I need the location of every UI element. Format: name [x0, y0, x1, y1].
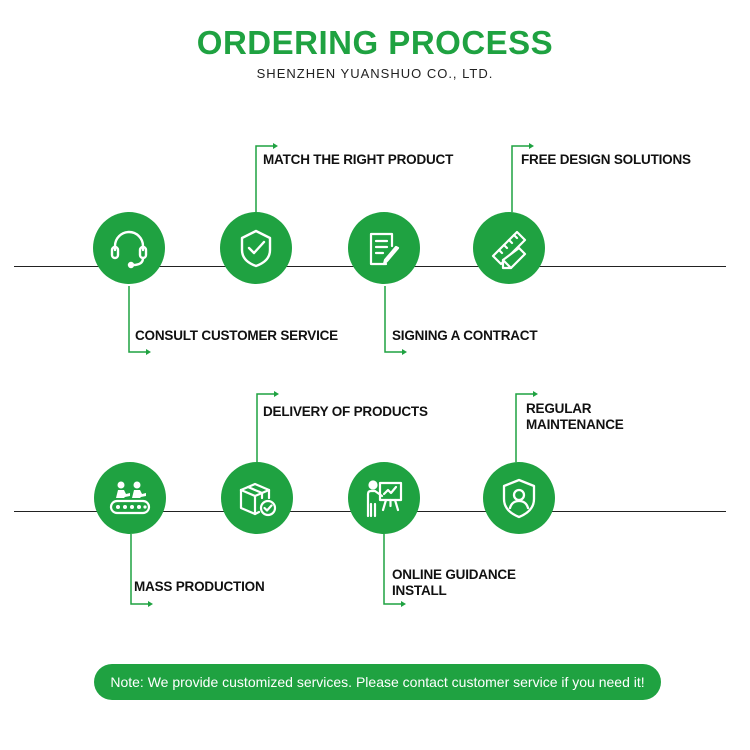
step-maintenance-label-line2: MAINTENANCE — [526, 417, 624, 432]
connector-delivery — [256, 393, 274, 462]
connector-design — [511, 145, 529, 212]
step-maintenance-label: REGULAR MAINTENANCE — [526, 401, 624, 433]
headset-icon — [110, 230, 148, 269]
step-consult-circle — [93, 212, 165, 284]
conveyor-workers-icon — [109, 481, 151, 515]
step-match-circle — [220, 212, 292, 284]
step-contract-label: SIGNING A CONTRACT — [392, 328, 538, 343]
step-delivery-label: DELIVERY OF PRODUCTS — [263, 404, 428, 419]
presenter-board-icon — [366, 480, 403, 518]
company-name: SHENZHEN YUANSHUO CO., LTD. — [256, 66, 494, 81]
step-guidance-label-line1: ONLINE GUIDANCE — [392, 567, 516, 582]
connector-consult — [128, 286, 146, 353]
contract-pen-icon — [369, 232, 400, 266]
step-production-label: MASS PRODUCTION — [134, 579, 265, 594]
step-maintenance-label-line1: REGULAR — [526, 401, 592, 416]
page-title: ORDERING PROCESS — [196, 24, 554, 61]
package-check-icon — [239, 482, 277, 517]
step-guidance-label: ONLINE GUIDANCE INSTALL — [392, 567, 516, 599]
step-match-label: MATCH THE RIGHT PRODUCT — [263, 152, 454, 167]
step-consult-label: CONSULT CUSTOMER SERVICE — [135, 328, 338, 343]
step-maintenance-circle — [483, 462, 555, 534]
step-guidance-label-line2: INSTALL — [392, 583, 447, 598]
step-design-circle — [473, 212, 545, 284]
step-design-label: FREE DESIGN SOLUTIONS — [521, 152, 691, 167]
connector-maintenance — [515, 393, 533, 462]
step-contract-circle — [348, 212, 420, 284]
step-delivery-circle — [221, 462, 293, 534]
step-guidance-circle — [348, 462, 420, 534]
note-banner: Note: We provide customized services. Pl… — [94, 664, 661, 700]
shield-user-icon — [502, 478, 536, 519]
shield-check-icon — [240, 229, 272, 268]
step-production-circle — [94, 462, 166, 534]
connector-match — [255, 145, 273, 212]
connector-guidance — [383, 534, 401, 605]
pencil-ruler-icon — [491, 230, 527, 270]
connector-contract — [384, 286, 402, 353]
connector-production — [130, 534, 148, 605]
